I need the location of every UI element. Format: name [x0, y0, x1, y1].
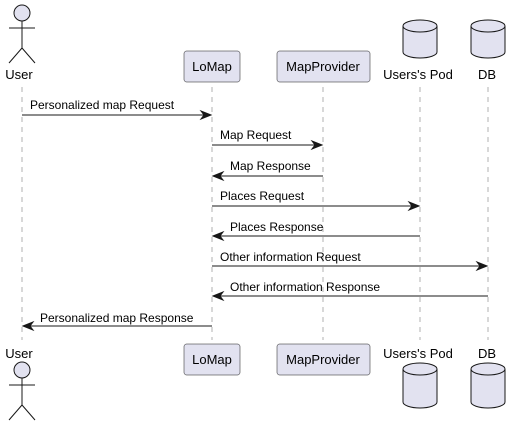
actor-user-bottom: User: [5, 346, 36, 421]
database-db-top: DB: [470, 19, 506, 82]
participant-label-lomap-bottom: LoMap: [192, 352, 232, 367]
message-label-6: Other information Request: [220, 250, 361, 264]
message-4: Places Request: [212, 189, 421, 212]
message-5: Places Response: [211, 220, 420, 242]
message-label-5: Places Response: [230, 220, 324, 234]
message-1: Personalized map Request: [22, 98, 213, 121]
message-label-2: Map Request: [220, 128, 292, 142]
message-label-1: Personalized map Request: [30, 98, 175, 112]
participant-label-pod-top: Users's Pod: [383, 67, 453, 82]
participant-label-db-top: DB: [478, 67, 496, 82]
message-label-8: Personalized map Response: [40, 311, 194, 325]
participant-label-user-top: User: [5, 67, 33, 82]
participant-label-db-bottom: DB: [478, 346, 496, 361]
message-7: Other information Response: [211, 280, 488, 302]
participant-label-mapprovider-bottom: MapProvider: [286, 352, 360, 367]
message-2: Map Request: [212, 128, 324, 151]
message-label-7: Other information Response: [230, 280, 380, 294]
participant-mapprovider-top: MapProvider: [276, 50, 371, 83]
message-label-4: Places Request: [220, 189, 305, 203]
database-pod-top: Users's Pod: [383, 19, 453, 82]
participant-label-pod-bottom: Users's Pod: [383, 346, 453, 361]
database-pod-bottom: Users's Pod: [383, 346, 453, 409]
message-6: Other information Request: [212, 250, 489, 272]
participant-label-lomap-top: LoMap: [192, 59, 232, 74]
participant-label-user-bottom: User: [5, 346, 33, 361]
participant-lomap-bottom: LoMap: [183, 343, 241, 376]
message-8: Personalized map Response: [21, 311, 212, 332]
participant-label-mapprovider-top: MapProvider: [286, 59, 360, 74]
participant-mapprovider-bottom: MapProvider: [276, 343, 371, 376]
message-3: Map Response: [211, 159, 323, 182]
participant-lomap-top: LoMap: [183, 50, 241, 83]
actor-user-top: User: [5, 4, 36, 82]
message-label-3: Map Response: [230, 159, 311, 173]
database-db-bottom: DB: [470, 346, 506, 409]
